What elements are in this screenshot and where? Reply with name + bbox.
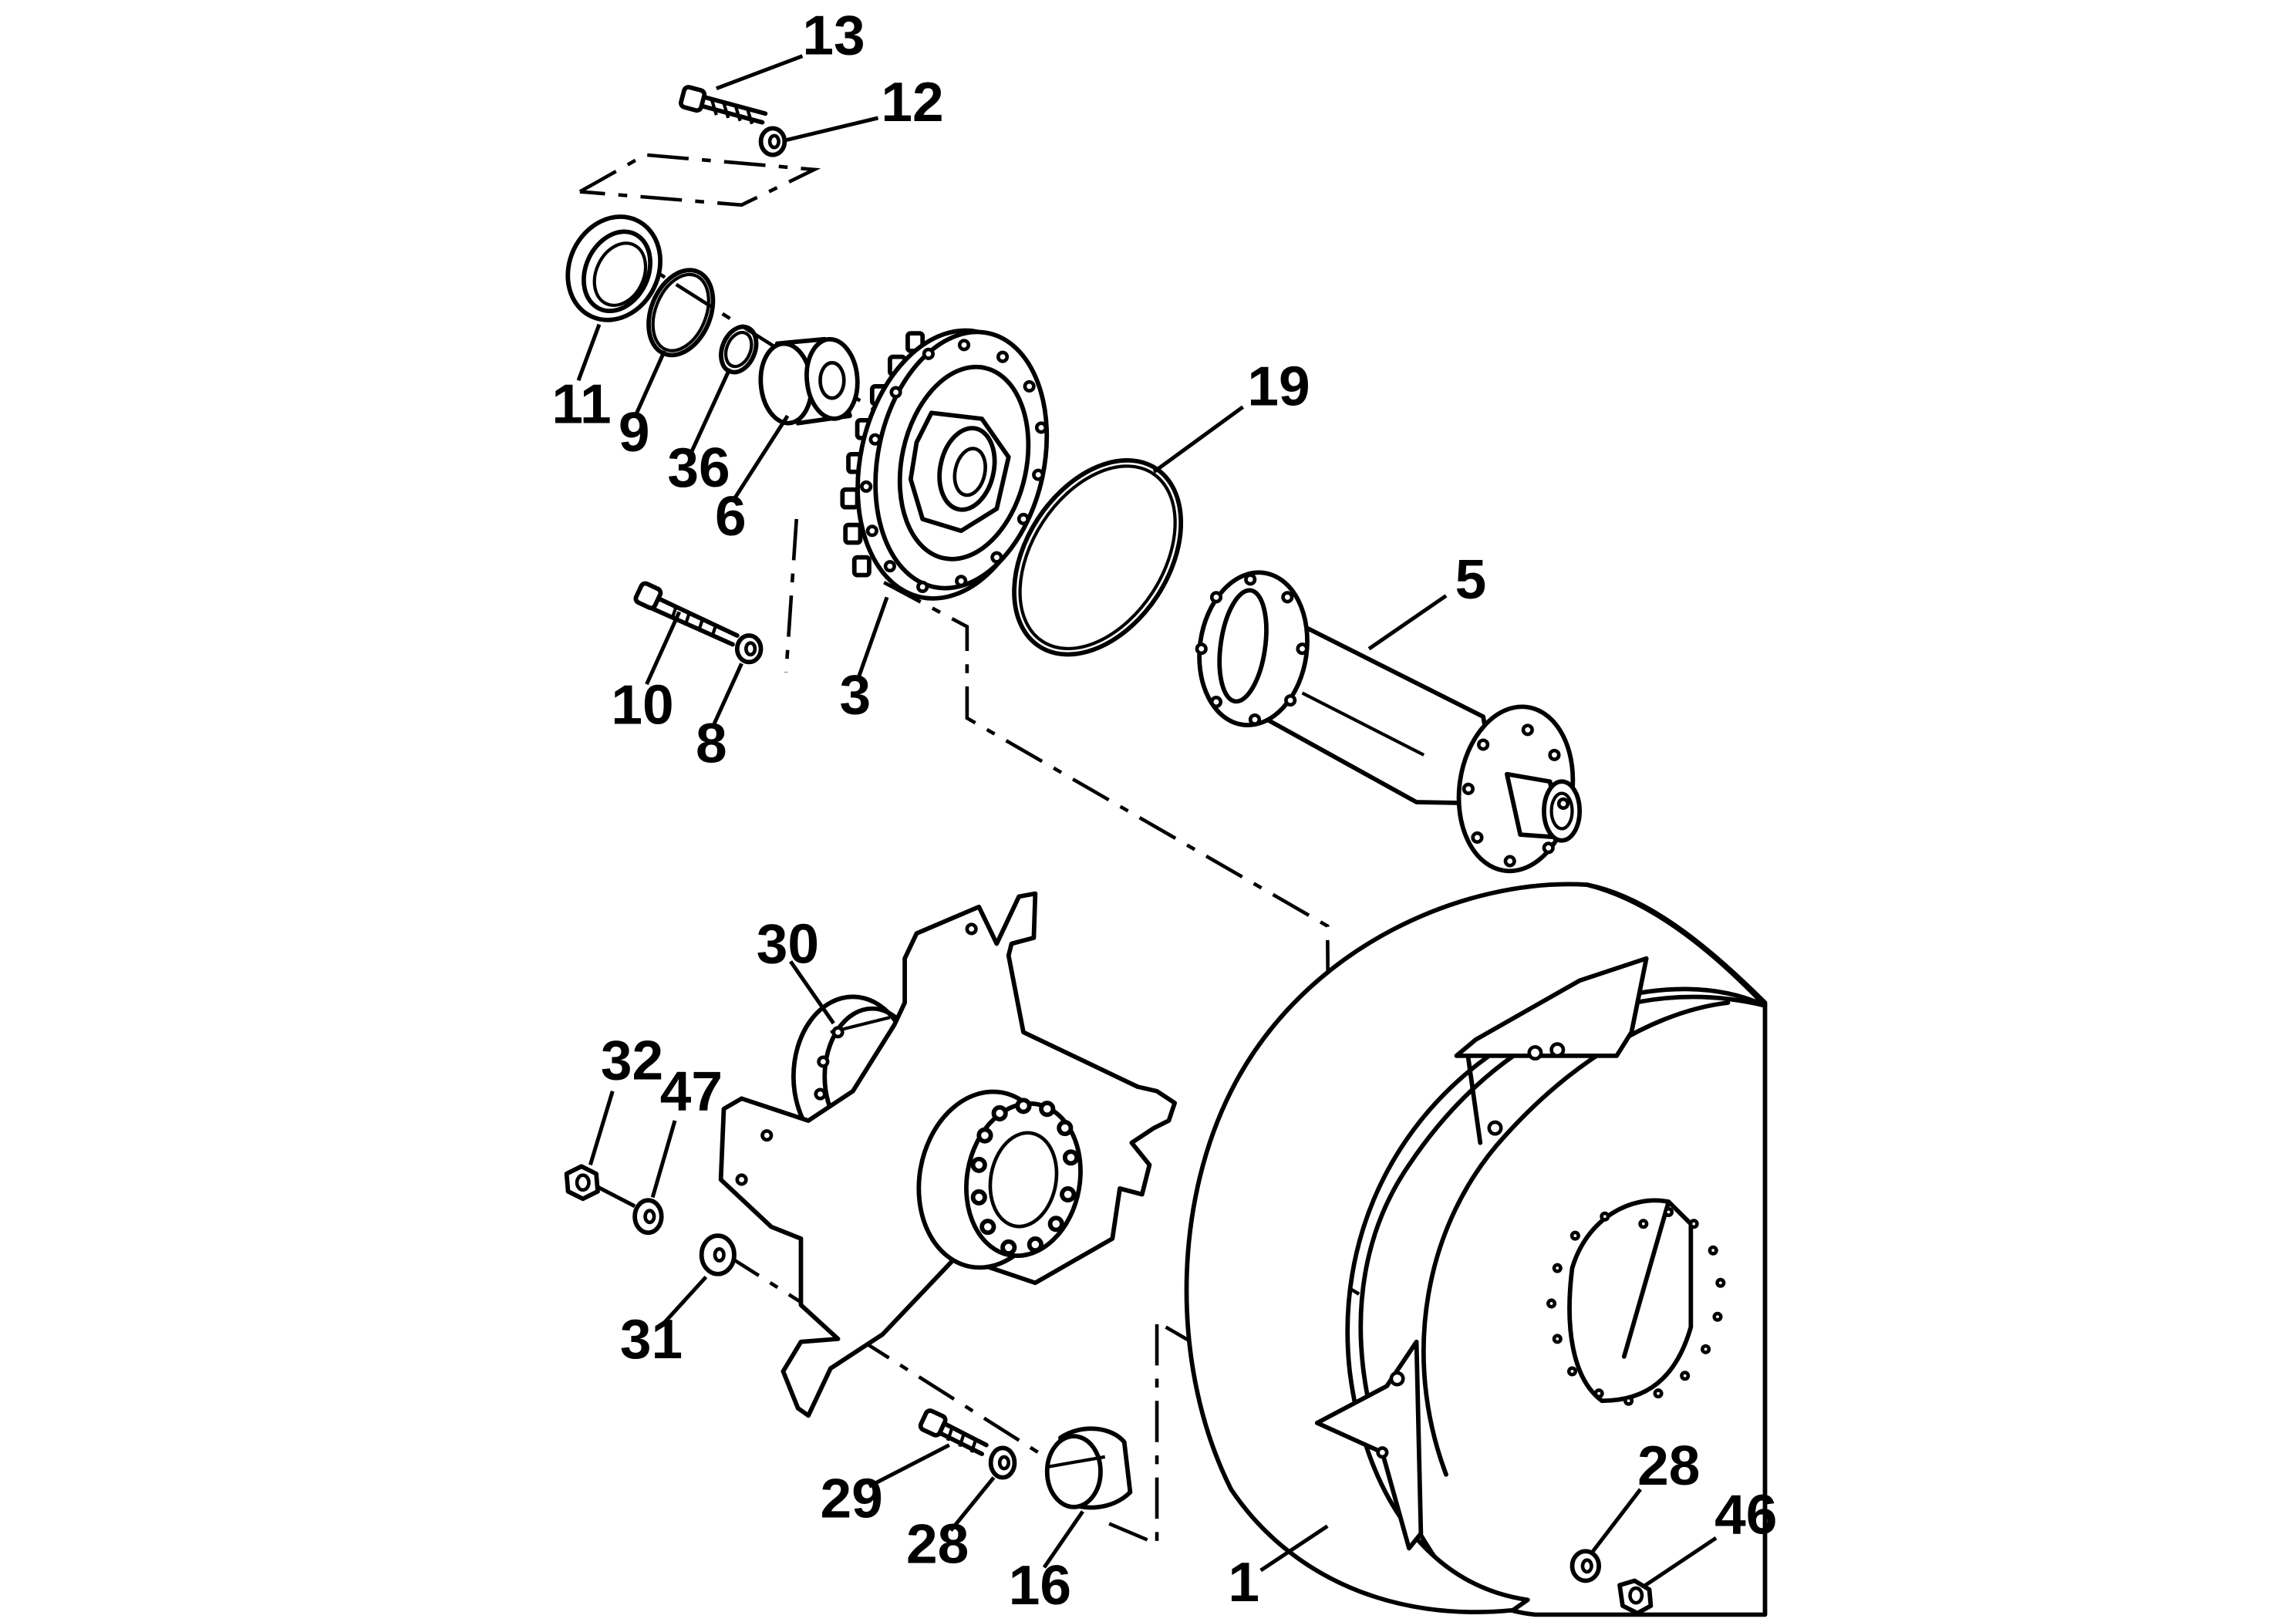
circlip-36: [719, 324, 759, 375]
nut-32: [564, 1164, 600, 1202]
bracket-clamp-ring: [916, 1089, 1083, 1270]
nut-46: [1617, 1578, 1654, 1616]
callout-29: 29: [820, 1467, 882, 1529]
bolt-29: [918, 1408, 989, 1456]
washer-28-left: [988, 1445, 1017, 1480]
callout-1: 1: [1228, 1551, 1259, 1614]
callout-12: 12: [881, 71, 943, 133]
callout-16: 16: [1009, 1554, 1071, 1617]
callout-36: 36: [667, 437, 730, 499]
callout-46: 46: [1714, 1483, 1777, 1546]
callout-47: 47: [660, 1061, 723, 1123]
callout-5: 5: [1455, 548, 1487, 611]
callout-labels: 13 12 11 9 36 6 19 5 10 8 3 30 32 47 31 …: [551, 5, 1777, 1617]
washer-8: [734, 633, 764, 665]
callout-19: 19: [1247, 356, 1310, 418]
seal-11: [565, 214, 663, 322]
washer-12: [758, 126, 787, 157]
callout-32: 32: [601, 1030, 663, 1092]
fastener-axis-line: [596, 1185, 636, 1209]
axle-shaft-5: [1195, 570, 1583, 874]
callout-28-right: 28: [1637, 1435, 1700, 1497]
bearing-6: [758, 336, 860, 426]
washer-31: [699, 1233, 737, 1276]
bolt-10: [633, 581, 740, 647]
drum-1: [1184, 882, 1768, 1617]
cap-16: [1044, 1426, 1133, 1510]
callout-13: 13: [802, 5, 865, 67]
callout-3: 3: [839, 664, 871, 727]
callout-8: 8: [696, 713, 727, 775]
callout-10: 10: [611, 674, 673, 737]
washer-28-right: [1569, 1549, 1602, 1583]
callout-30: 30: [757, 913, 819, 976]
callout-31: 31: [620, 1308, 683, 1371]
callout-6: 6: [715, 485, 747, 548]
callout-28-left: 28: [906, 1513, 969, 1576]
callout-9: 9: [619, 401, 650, 464]
bolt-13: [679, 85, 768, 125]
hub-flange-3: [840, 328, 1050, 601]
callout-11: 11: [551, 373, 611, 436]
callout-leaders: [576, 54, 1718, 1589]
flange-bolt-holes: [860, 339, 1048, 593]
washer-47: [632, 1198, 664, 1236]
